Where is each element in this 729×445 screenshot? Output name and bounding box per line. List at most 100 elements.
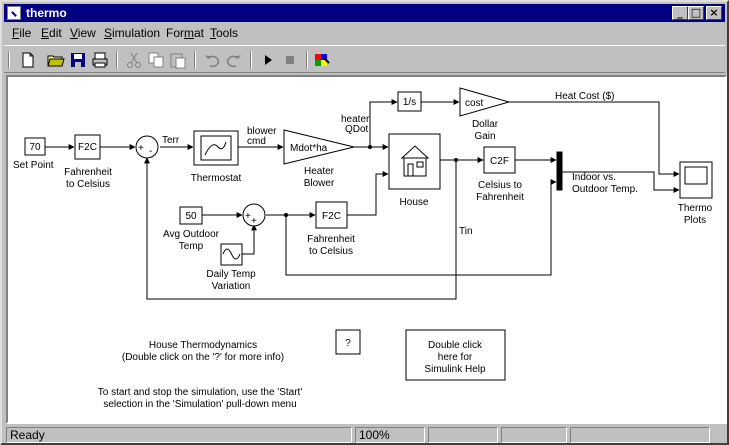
info-help-block[interactable]: ?: [335, 329, 361, 355]
block-diagram: 70 Set Point F2C Fahrenheit to Celsius +…: [13, 87, 713, 410]
sum-minus-sign: -: [149, 146, 152, 157]
menu-tools[interactable]: Tools: [210, 26, 239, 40]
dollar-gain-label2: Gain: [474, 131, 495, 142]
toolbar-grip: [8, 51, 10, 69]
thermo-plots-scope-block[interactable]: Thermo Plots: [678, 161, 713, 226]
print-icon[interactable]: [90, 50, 110, 70]
simulink-help-line1: Double click: [428, 340, 483, 351]
f2c-setpoint-block[interactable]: F2C Fahrenheit to Celsius: [64, 134, 112, 190]
avg-outdoor-label2: Temp: [179, 241, 204, 252]
library-browser-icon[interactable]: [312, 50, 332, 70]
house-block[interactable]: House: [388, 133, 441, 208]
blower-cmd-label2: cmd: [247, 136, 266, 147]
instruction-line2: selection in the 'Simulation' pull-down …: [103, 399, 296, 410]
sum2-plus-sign-bottom: +: [251, 216, 257, 227]
simulink-help-line2: here for: [438, 352, 473, 363]
thermo-plots-label2: Plots: [684, 215, 706, 226]
dollar-gain-block[interactable]: cost Dollar Gain: [459, 87, 511, 142]
resize-grip-icon[interactable]: [712, 427, 725, 443]
house-thermodynamics-subtitle: (Double click on the '?' for more info): [122, 352, 284, 363]
sum2-plus-sign-left: +: [245, 211, 251, 222]
menu-file[interactable]: File: [12, 26, 32, 40]
menu-simulation[interactable]: Simulation: [104, 26, 161, 40]
c2f-block[interactable]: C2F Celsius to Fahrenheit: [476, 146, 524, 203]
outdoor-sum-block[interactable]: + +: [242, 203, 266, 227]
avg-outdoor-value: 50: [185, 211, 197, 222]
title-bar: thermo _ □ ×: [4, 4, 725, 22]
f2c-outdoor-text: F2C: [322, 211, 341, 222]
daily-temp-label2: Variation: [212, 281, 251, 292]
maximize-icon: □: [690, 6, 702, 19]
heater-label2: Blower: [304, 178, 335, 189]
copy-icon[interactable]: [146, 50, 166, 70]
open-icon[interactable]: [46, 50, 66, 70]
set-point-label: Set Point: [13, 160, 54, 171]
status-pane-4: [501, 427, 567, 443]
f2c-outdoor-label1: Fahrenheit: [307, 234, 355, 245]
blower-cmd-label1: blower: [247, 126, 277, 137]
sum-plus-sign: +: [138, 143, 144, 154]
window-title: thermo: [26, 6, 67, 20]
c2f-text: C2F: [490, 156, 509, 167]
tin-label: Tin: [459, 226, 473, 237]
minimize-icon: _: [677, 6, 683, 19]
avg-outdoor-block[interactable]: 50 Avg Outdoor Temp: [163, 206, 220, 252]
model-canvas[interactable]: 70 Set Point F2C Fahrenheit to Celsius +…: [6, 75, 727, 424]
indoor-label2: Outdoor Temp.: [572, 184, 638, 195]
c2f-label2: Fahrenheit: [476, 192, 524, 203]
set-point-block[interactable]: 70 Set Point: [13, 137, 54, 171]
toolbar-separator: [250, 51, 252, 69]
c2f-label1: Celsius to: [478, 180, 522, 191]
toolbar-separator: [116, 51, 118, 69]
close-button[interactable]: ×: [706, 6, 722, 20]
thermo-plots-label1: Thermo: [678, 203, 713, 214]
minimize-button[interactable]: _: [672, 6, 688, 20]
heater-label1: Heater: [304, 166, 335, 177]
f2c-setpoint-label1: Fahrenheit: [64, 167, 112, 178]
mux-block[interactable]: [556, 151, 563, 191]
start-icon[interactable]: [258, 50, 278, 70]
heater-qdot-label2: QDot: [345, 124, 369, 135]
undo-icon[interactable]: [202, 50, 222, 70]
heater-gain-text: Mdot*ha: [290, 143, 328, 154]
f2c-setpoint-text: F2C: [78, 142, 97, 153]
redo-icon[interactable]: [224, 50, 244, 70]
cost-gain-text: cost: [465, 98, 484, 109]
simulink-help-line3: Simulink Help: [424, 364, 486, 375]
terr-label: Terr: [162, 135, 180, 146]
simulink-model-icon: [7, 6, 21, 20]
outdoor-branch-point: [284, 213, 288, 217]
integrator-text: 1/s: [403, 97, 416, 108]
house-label: House: [400, 197, 429, 208]
f2c-outdoor-label2: to Celsius: [309, 246, 353, 257]
heater-blower-gain-block[interactable]: Mdot*ha Heater Blower: [283, 129, 355, 189]
menu-bar: File Edit View Simulation Format Tools: [4, 24, 725, 43]
toolbar-separator: [194, 51, 196, 69]
status-bar: Ready 100%: [4, 426, 725, 444]
integrator-block[interactable]: 1/s: [397, 91, 422, 112]
tin-branch-point: [454, 158, 458, 162]
f2c-outdoor-block[interactable]: F2C Fahrenheit to Celsius: [307, 201, 355, 257]
stop-icon[interactable]: [280, 50, 300, 70]
save-icon[interactable]: [68, 50, 88, 70]
daily-temp-sine-block[interactable]: Daily Temp Variation: [206, 243, 256, 292]
close-icon: ×: [709, 6, 719, 19]
heat-cost-label: Heat Cost ($): [555, 91, 614, 102]
new-icon[interactable]: [18, 50, 38, 70]
maximize-button[interactable]: □: [688, 6, 704, 20]
menu-view[interactable]: View: [70, 26, 96, 40]
dollar-gain-label1: Dollar: [472, 119, 499, 130]
menu-format[interactable]: Format: [166, 26, 205, 40]
menu-edit[interactable]: Edit: [41, 26, 62, 40]
indoor-label1: Indoor vs.: [572, 172, 616, 183]
instruction-line1: To start and stop the simulation, use th…: [98, 387, 303, 398]
cut-icon[interactable]: [124, 50, 144, 70]
setpoint-sum-block[interactable]: + -: [135, 135, 159, 159]
paste-icon[interactable]: [168, 50, 188, 70]
heater-qdot-label1: heater: [341, 114, 370, 125]
simulink-help-block[interactable]: Double click here for Simulink Help: [405, 329, 506, 381]
status-pane-5: [570, 427, 710, 443]
daily-temp-label1: Daily Temp: [206, 269, 256, 280]
thermostat-block[interactable]: Thermostat: [191, 130, 242, 184]
